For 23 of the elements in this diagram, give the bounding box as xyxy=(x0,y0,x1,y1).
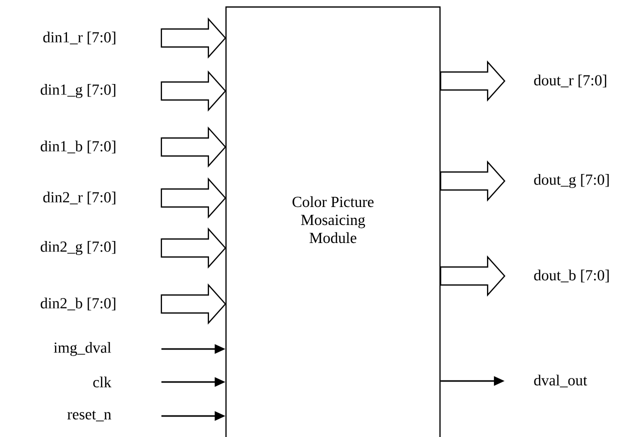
module-box: Color Picture Mosaicing Module xyxy=(225,6,441,437)
signal-label: din2_b [7:0] xyxy=(40,298,116,310)
signal-label: din1_r [7:0] xyxy=(43,32,116,44)
signal-label: reset_n xyxy=(67,410,112,422)
bus-arrow xyxy=(160,227,226,269)
bus-arrow xyxy=(440,60,506,102)
signal-label: din1_g [7:0] xyxy=(40,84,116,98)
signal-label: clk xyxy=(93,376,112,388)
bus-arrow xyxy=(160,17,226,59)
signal-label: din1_b [7:0] xyxy=(40,140,116,154)
bus-arrow xyxy=(160,177,226,219)
signal-label: img_dval xyxy=(54,342,112,356)
signal-label: din2_r [7:0] xyxy=(43,192,116,204)
bus-arrow xyxy=(440,160,506,202)
signal-label: din2_g [7:0] xyxy=(40,241,116,255)
bus-arrow xyxy=(160,283,226,325)
signal-label: dout_g [7:0] xyxy=(534,174,609,188)
bus-arrow xyxy=(160,126,226,168)
signal-label: dout_r [7:0] xyxy=(534,74,606,88)
signal-label: dval_out xyxy=(534,374,588,388)
bus-arrow xyxy=(160,70,226,112)
bus-arrow xyxy=(440,255,506,297)
signal-label: dout_b [7:0] xyxy=(534,270,609,282)
